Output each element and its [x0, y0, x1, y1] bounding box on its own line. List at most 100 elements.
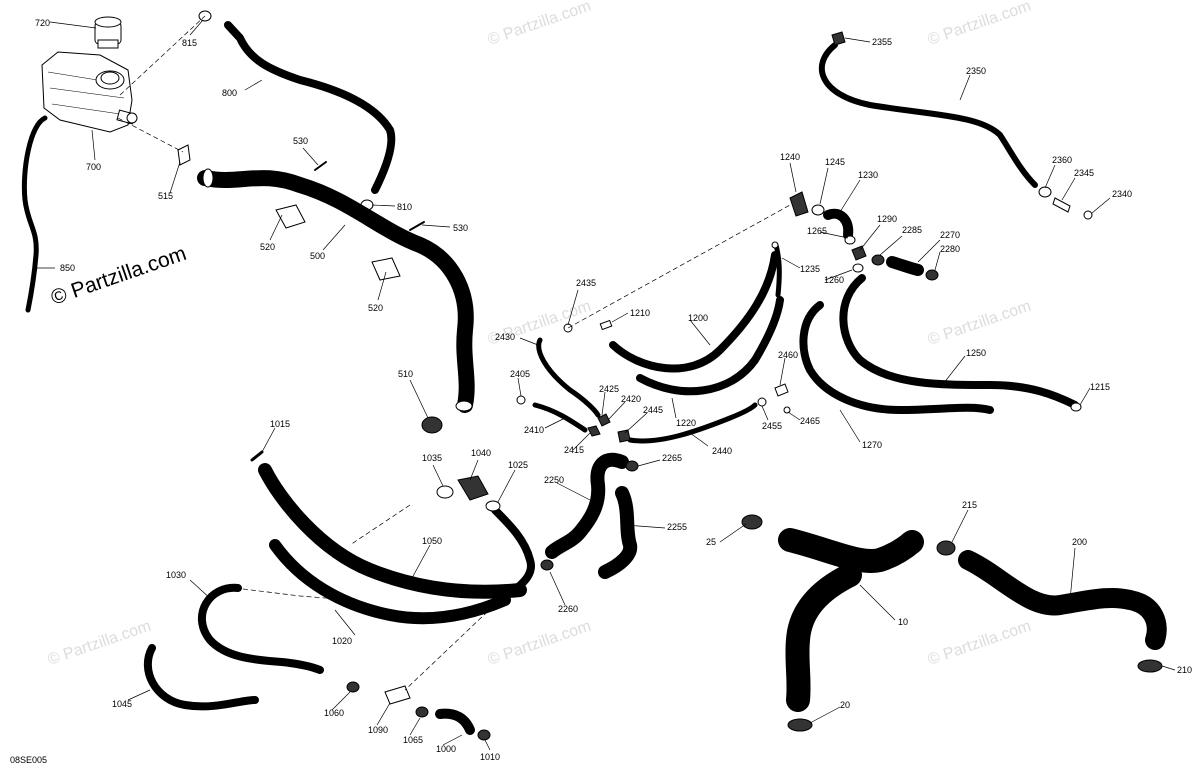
screw	[314, 161, 327, 171]
watermark: © Partzilla.com	[486, 618, 593, 669]
hose-clamp	[436, 485, 454, 499]
part-label: 1000	[436, 744, 456, 754]
part-label: 2460	[778, 350, 798, 360]
part-label: 530	[293, 136, 308, 146]
main-hose-group	[197, 161, 475, 434]
part-label: 2410	[524, 425, 544, 435]
part-label: 2415	[564, 445, 584, 455]
hose-clamp	[741, 514, 763, 530]
part-label: 515	[158, 191, 173, 201]
center-hose-group	[540, 452, 639, 579]
part-label: 810	[397, 202, 412, 212]
hose-clamp	[485, 500, 501, 512]
part-label: 1065	[403, 735, 423, 745]
hose-clamp	[936, 540, 956, 556]
part-label: 1220	[676, 418, 696, 428]
hose-clip	[371, 257, 401, 281]
part-label: 2465	[800, 416, 820, 426]
part-label: 2445	[643, 405, 663, 415]
part-label: 2340	[1112, 189, 1132, 199]
y-hose-group	[741, 514, 1167, 732]
hose-clamp	[421, 416, 443, 434]
part-label: 1015	[270, 419, 290, 429]
part-label: 800	[222, 88, 237, 98]
part-label: 700	[86, 162, 101, 172]
part-label: 2285	[902, 225, 922, 235]
part-label: 2425	[599, 384, 619, 394]
part-label: 2270	[940, 230, 960, 240]
hose-clamp	[625, 460, 639, 472]
drawing-code: 08SE005	[10, 755, 48, 765]
part-label: 1290	[877, 214, 897, 224]
part-label: 215	[962, 500, 977, 510]
part-label: 2265	[662, 453, 682, 463]
watermark: © Partzilla.com	[926, 0, 1033, 49]
part-label: 2345	[1074, 168, 1094, 178]
leader-lines	[37, 19, 1176, 751]
part-label: 2355	[872, 37, 892, 47]
bleed-hose-group	[516, 204, 791, 444]
part-label: 1210	[630, 308, 650, 318]
part-label: 2455	[762, 421, 782, 431]
part-label: 520	[260, 242, 275, 252]
t-fitting	[384, 685, 411, 705]
part-label: 1045	[112, 699, 132, 709]
part-label: 2405	[510, 369, 530, 379]
part-label: 1035	[422, 453, 442, 463]
hose-clamp	[787, 718, 813, 732]
part-label: 10	[898, 617, 908, 627]
part-label: 2430	[495, 332, 515, 342]
part-label: 2440	[712, 446, 732, 456]
part-label: 1215	[1090, 382, 1110, 392]
part-label: 2260	[558, 604, 578, 614]
part-label: 1030	[166, 570, 186, 580]
watermark: © Partzilla.com	[926, 618, 1033, 669]
part-label: 200	[1072, 537, 1087, 547]
part-label: 500	[310, 251, 325, 261]
part-label: 1090	[368, 725, 388, 735]
coolant-reservoir-group	[21, 10, 396, 313]
watermark: © Partzilla.com	[926, 298, 1033, 349]
lower-hose-group	[143, 450, 535, 741]
part-label: 2255	[667, 522, 687, 532]
part-label: 1240	[780, 152, 800, 162]
part-label: 510	[398, 369, 413, 379]
part-label: 850	[60, 263, 75, 273]
part-label: 1235	[800, 264, 820, 274]
part-label: 1060	[324, 708, 344, 718]
hose-clamp	[477, 729, 491, 741]
screw	[409, 221, 425, 231]
hose-clamp	[1137, 659, 1163, 673]
part-label: 1050	[422, 536, 442, 546]
part-label: 1230	[858, 170, 878, 180]
watermark: © Partzilla.com	[486, 0, 593, 49]
part-label: 1020	[332, 636, 352, 646]
part-label: 2280	[940, 244, 960, 254]
bracket	[177, 144, 191, 166]
hose-clamp	[540, 559, 554, 571]
part-label: 210	[1177, 665, 1192, 675]
part-label: 1025	[508, 460, 528, 470]
part-label: 520	[368, 303, 383, 313]
part-label: 1265	[807, 226, 827, 236]
hose-clamp	[346, 681, 360, 693]
right-hose-group	[771, 191, 1082, 414]
part-label: 815	[182, 38, 197, 48]
hose-clamp	[415, 706, 429, 718]
fitting	[457, 475, 489, 501]
part-label: 25	[706, 537, 716, 547]
part-label: 2360	[1052, 155, 1072, 165]
part-label: 1200	[688, 313, 708, 323]
coolant-reservoir	[41, 51, 138, 133]
part-label: 2350	[966, 66, 986, 76]
part-label: 530	[453, 223, 468, 233]
part-label: 1010	[480, 752, 500, 762]
part-label: 2435	[576, 278, 596, 288]
hose-clip	[275, 204, 306, 229]
part-label: 720	[35, 18, 50, 28]
part-labels: 720 815 800 700 515 530 810 530 520 500 …	[35, 18, 1192, 762]
part-label: 1245	[825, 157, 845, 167]
part-label: 1250	[966, 348, 986, 358]
